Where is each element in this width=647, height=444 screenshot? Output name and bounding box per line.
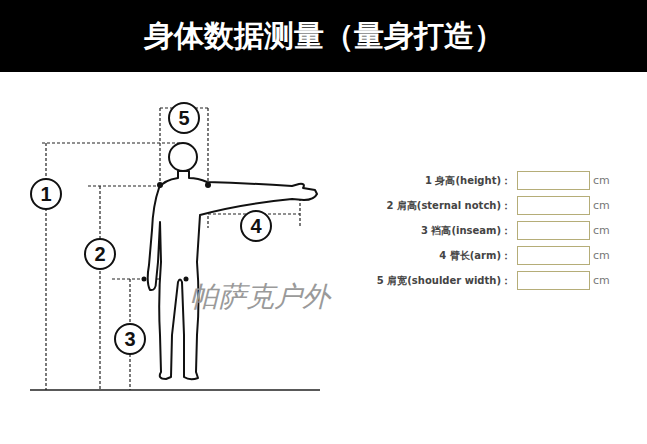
callout-number: 2 — [94, 244, 105, 264]
callout-circle: 5 — [168, 102, 200, 134]
callout-number: 5 — [178, 108, 189, 128]
field-label: 2 肩高(sternal notch)： — [386, 200, 511, 212]
measure-points — [142, 182, 212, 282]
body-outline — [148, 171, 317, 379]
callout-circle: 3 — [114, 323, 146, 355]
callout-number: 3 — [124, 329, 135, 349]
title-bar: 身体数据测量（量身打造） — [0, 0, 647, 72]
field-label: 1 身高(height)： — [425, 175, 511, 187]
unit-label: cm — [593, 174, 610, 187]
field-label: 5 肩宽(shoulder width)： — [377, 275, 511, 287]
callout-circle: 1 — [30, 178, 62, 210]
field-label: 3 裆高(inseam)： — [421, 225, 511, 237]
unit-label: cm — [593, 274, 610, 287]
unit-label: cm — [593, 249, 610, 262]
page-title: 身体数据测量（量身打造） — [144, 16, 504, 57]
callout-circle: 2 — [84, 238, 116, 270]
callout-number: 4 — [250, 216, 261, 236]
head — [169, 143, 197, 171]
unit-label: cm — [593, 224, 610, 237]
unit-label: cm — [593, 199, 610, 212]
watermark: 帕萨克户外 — [190, 280, 330, 314]
field-label: 4 臂长(arm)： — [439, 250, 511, 262]
callout-number: 1 — [40, 184, 51, 204]
callout-circle: 4 — [240, 210, 272, 242]
input-boxes — [518, 172, 590, 290]
ground-line — [30, 389, 320, 391]
